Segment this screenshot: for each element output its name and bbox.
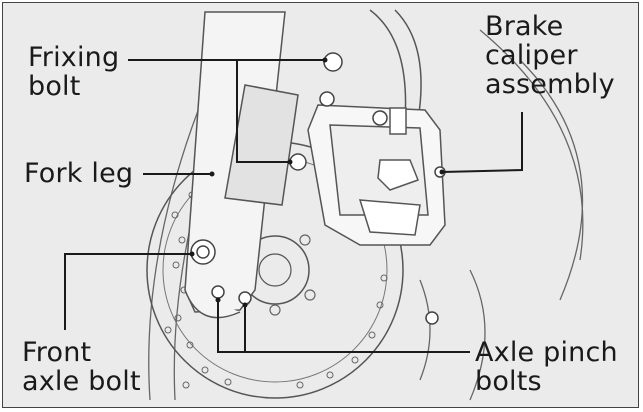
- label-front-axle-bolt: Front axle bolt: [22, 338, 141, 396]
- label-brake-caliper-line1: Brake: [485, 12, 615, 41]
- fork-leg-shape: [185, 12, 298, 318]
- label-fixing-bolt-line2: bolt: [28, 72, 119, 101]
- brake-hose: [370, 10, 421, 120]
- label-brake-caliper-line2: caliper: [485, 41, 615, 70]
- label-axle-pinch-bolts: Axle pinch bolts: [475, 338, 618, 396]
- label-axle-pinch-bolts-line2: bolts: [475, 367, 618, 396]
- label-fixing-bolt-line1: Frixing: [28, 43, 119, 72]
- caliper-shape: [308, 105, 445, 245]
- label-brake-caliper-line3: assembly: [485, 70, 615, 99]
- label-brake-caliper: Brake caliper assembly: [485, 12, 615, 99]
- label-fixing-bolt: Frixing bolt: [28, 43, 119, 101]
- label-fork-leg: Fork leg: [24, 159, 133, 188]
- label-axle-pinch-bolts-line1: Axle pinch: [475, 338, 618, 367]
- label-fork-leg-line1: Fork leg: [24, 159, 133, 188]
- label-front-axle-bolt-line2: axle bolt: [22, 367, 141, 396]
- label-front-axle-bolt-line1: Front: [22, 338, 141, 367]
